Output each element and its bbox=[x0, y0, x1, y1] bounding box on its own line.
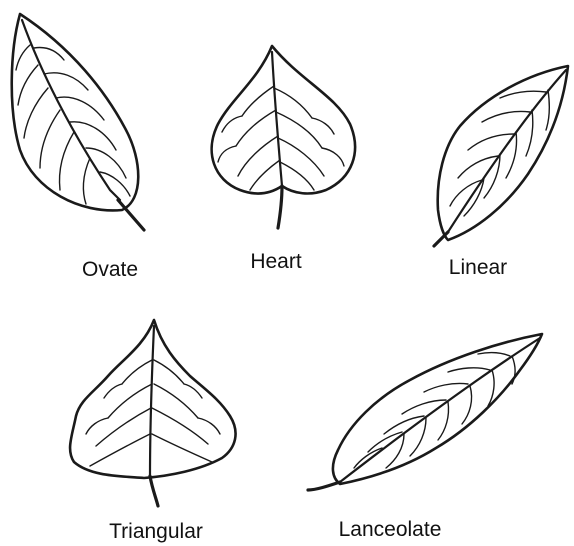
heart-label: Heart bbox=[250, 250, 301, 274]
lanceolate-label: Lanceolate bbox=[339, 518, 442, 542]
triangular-label: Triangular bbox=[109, 520, 203, 544]
lanceolate-leaf bbox=[308, 334, 542, 490]
lanceolate-leaf-stem bbox=[308, 482, 340, 490]
linear-label: Linear bbox=[449, 256, 507, 280]
linear-leaf bbox=[434, 66, 568, 246]
triangular-leaf-stem bbox=[150, 476, 158, 506]
triangular-leaf bbox=[70, 320, 235, 506]
heart-leaf bbox=[212, 46, 355, 228]
heart-leaf-stem bbox=[278, 186, 282, 228]
ovate-leaf bbox=[12, 14, 144, 230]
ovate-label: Ovate bbox=[82, 258, 138, 282]
